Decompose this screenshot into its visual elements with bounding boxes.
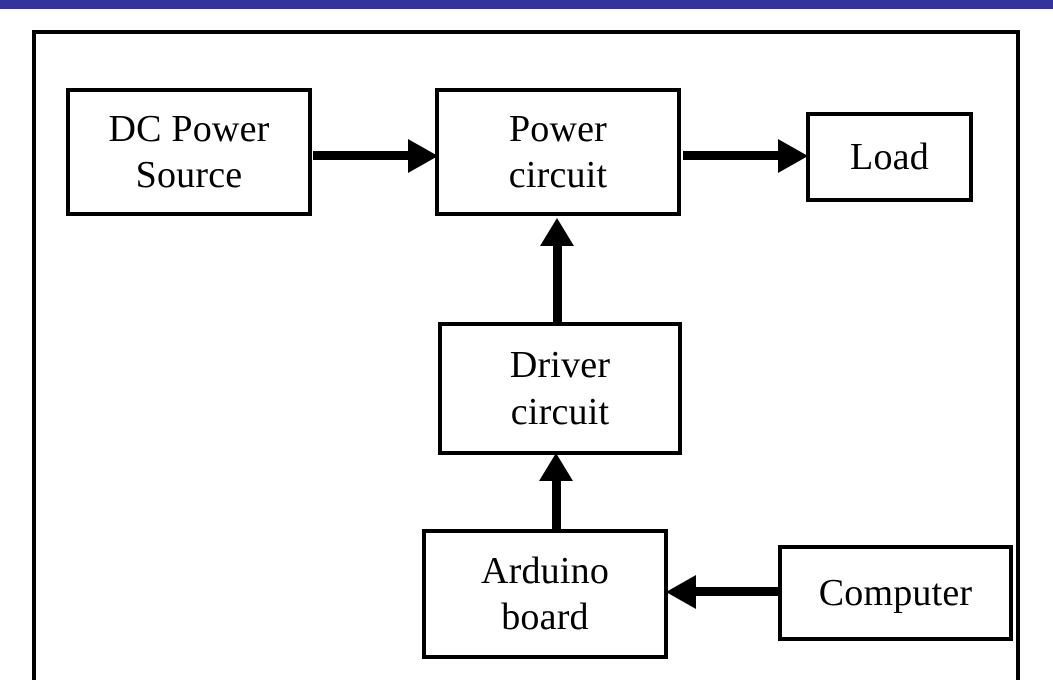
block-label-line1: Arduino — [480, 549, 610, 592]
block-label-line2: circuit — [510, 390, 610, 433]
block-label-line2: circuit — [508, 154, 608, 196]
block-computer[interactable]: Computer — [778, 545, 1013, 641]
arrow-shaft-icon — [313, 151, 411, 160]
block-load[interactable]: Load — [806, 112, 973, 202]
accent-bar — [0, 0, 1053, 9]
arrow-shaft-icon — [552, 478, 561, 531]
content-frame — [32, 30, 1020, 680]
arrowhead-up-icon — [539, 453, 573, 481]
block-label-line1: Power — [508, 107, 608, 150]
block-label-line2: board — [501, 596, 589, 638]
arrow-shaft-icon — [553, 244, 562, 324]
block-label-line1: Driver — [509, 344, 611, 387]
arrowhead-left-icon — [666, 575, 696, 609]
arrowhead-right-icon — [408, 139, 438, 173]
arrow-shaft-icon — [683, 151, 781, 160]
block-label-computer: Computer — [818, 571, 973, 614]
block-label-line2: Source — [135, 154, 243, 196]
arrowhead-up-icon — [540, 218, 574, 246]
arrowhead-right-icon — [778, 139, 808, 173]
arrow-shaft-icon — [694, 587, 780, 596]
block-label-load: Load — [850, 135, 929, 178]
block-label-line1: DC Power — [108, 107, 270, 150]
